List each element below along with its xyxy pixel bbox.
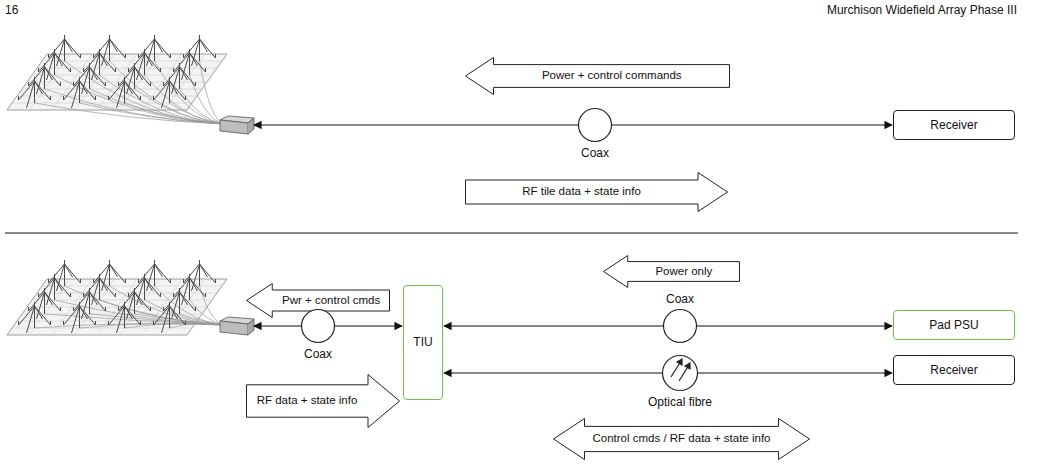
mesh-line [12, 103, 192, 104]
circle-outline [662, 355, 698, 391]
tile-cable [200, 61, 225, 124]
dipole-antenna [84, 49, 116, 80]
dipole-antenna [129, 274, 161, 305]
tile-cable [110, 61, 225, 124]
equipment-box: Receiver [893, 355, 1015, 385]
node-label: Power + control commands [542, 69, 682, 83]
dipole-antenna [174, 274, 206, 305]
cable-connector [698, 372, 892, 373]
dipole-antenna [64, 77, 96, 108]
dipole-antenna [109, 77, 141, 108]
dipole-antenna [164, 288, 196, 319]
node-label: RF data + state info [257, 394, 358, 408]
ground-screen [7, 279, 227, 335]
dipole-antenna [184, 260, 216, 291]
equipment-box: Pad PSU [893, 310, 1015, 340]
dipole-antenna [74, 288, 106, 319]
dipole-antenna [49, 260, 81, 291]
tile-cable [100, 300, 225, 325]
tile-cable [80, 324, 225, 328]
tile-cable [200, 286, 225, 325]
coax-cable [254, 124, 578, 125]
node-label: Receiver [930, 363, 977, 377]
dipole-antenna [29, 63, 61, 94]
dipole-antenna [119, 63, 151, 94]
dipole-antenna [29, 288, 61, 319]
dipole-antenna [119, 288, 151, 319]
node-label: TIU [413, 335, 432, 349]
circle-outline [663, 309, 697, 343]
dipole-antenna [129, 49, 161, 80]
block-arrow: RF data + state info [246, 374, 400, 428]
node-label: Pwr + control cmds [282, 294, 380, 308]
tile-cable [125, 103, 225, 124]
node-label: Pad PSU [929, 318, 978, 332]
cable-connector [612, 124, 892, 125]
block-arrow: RF tile data + state info [465, 172, 728, 212]
beamformer-box [220, 317, 254, 335]
dipole-antenna [49, 35, 81, 66]
tile-illustration [7, 260, 254, 335]
dipole-antenna [39, 274, 71, 305]
symbol-label: Coax [581, 146, 609, 160]
node-label: Power only [655, 265, 712, 279]
dipole-antenna [19, 302, 51, 333]
tile-cable [190, 300, 225, 325]
dipole-antenna [84, 274, 116, 305]
tile-cable [145, 75, 225, 124]
dipole-antenna [174, 49, 206, 80]
ground-screen [7, 54, 227, 110]
tile-cable [100, 75, 225, 124]
equipment-box: Receiver [893, 110, 1015, 140]
dipole-antenna [139, 260, 171, 291]
coax-cable [254, 325, 301, 326]
cable-connector [444, 325, 663, 326]
symbol-label: Coax [666, 292, 694, 306]
cable-connector [335, 325, 402, 326]
dipole-antenna [19, 77, 51, 108]
equipment-box: TIU [403, 285, 443, 400]
circle-outline [301, 309, 335, 343]
dipole-antenna [94, 35, 126, 66]
tile-illustration [7, 35, 254, 134]
tile-cable [35, 103, 225, 124]
tile-cable [170, 103, 225, 124]
block-arrow: Power only [603, 255, 740, 288]
coax-symbol: Coax [663, 309, 697, 343]
coax-symbol: Coax [578, 108, 612, 142]
symbol-label: Coax [304, 347, 332, 361]
coax-symbol: Coax [301, 309, 335, 343]
block-arrow: Power + control commands [465, 57, 730, 95]
tile-cable [170, 324, 225, 328]
dipole-antenna [154, 302, 186, 333]
page-header-text: 16 [5, 3, 18, 17]
cable-connector [444, 372, 662, 373]
tile-cable [110, 286, 225, 325]
page-header-text: Murchison Widefield Array Phase III [827, 3, 1017, 17]
dipole-antenna [164, 63, 196, 94]
node-label: Control cmds / RF data + state info [592, 432, 770, 446]
block-arrow: Control cmds / RF data + state info [553, 418, 810, 460]
circle-outline [578, 108, 612, 142]
beamformer-box [220, 116, 254, 134]
dipole-antenna [109, 302, 141, 333]
dipole-antenna [94, 260, 126, 291]
tile-cable [55, 75, 225, 124]
symbol-label: Optical fibre [648, 395, 712, 409]
optical-fibre-symbol: Optical fibre [662, 355, 698, 391]
dipole-antenna [74, 63, 106, 94]
dipole-antenna [154, 77, 186, 108]
dipole-antenna [184, 35, 216, 66]
divider-line [5, 233, 1018, 234]
cable-connector [697, 325, 892, 326]
node-label: RF tile data + state info [522, 185, 641, 199]
tile-cable [35, 324, 225, 328]
dipole-antenna [139, 35, 171, 66]
dipole-antenna [64, 302, 96, 333]
dipole-antenna [39, 49, 71, 80]
node-label: Receiver [930, 118, 977, 132]
